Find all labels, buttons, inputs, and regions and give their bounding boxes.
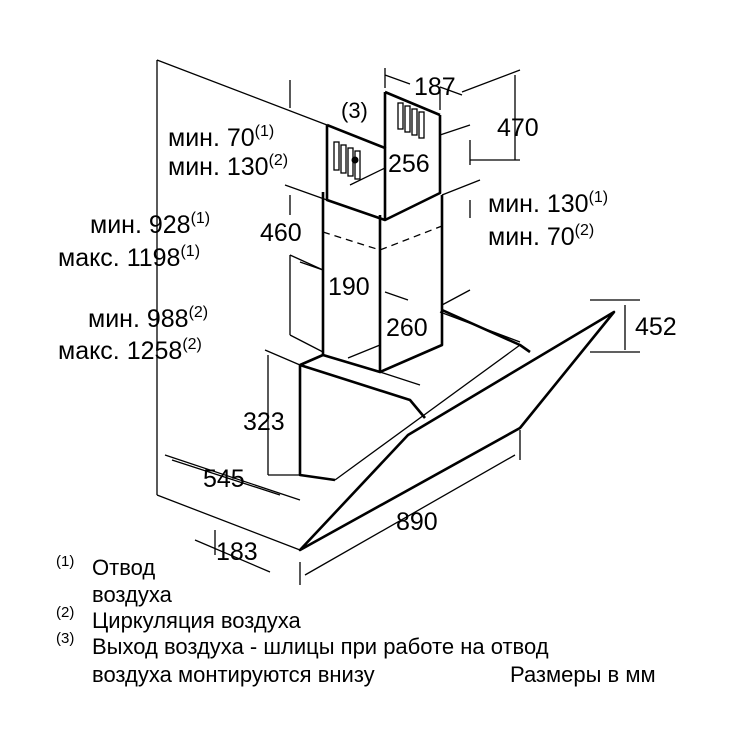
vent-slots-back [397, 102, 425, 139]
dim-323-label: 323 [243, 408, 285, 436]
legend-1-ref: (1) [56, 553, 74, 570]
dim-890-label: 890 [396, 508, 438, 536]
dim-470-line [461, 69, 521, 161]
body-top-front [299, 353, 426, 419]
total-height-2-line2: макс. 1258(2) [58, 336, 202, 365]
dim-256-label: 256 [388, 150, 430, 178]
upper-right-line2: мин. 70(2) [488, 222, 594, 251]
dim-183-label: 183 [216, 538, 258, 566]
dim-total-height [156, 59, 328, 495]
dim-545-line [156, 454, 301, 551]
upper-left-line2: мин. 130(2) [168, 152, 288, 181]
ref-3-label: (3) [341, 98, 368, 123]
total-height-1-line1: мин. 928(1) [90, 210, 210, 239]
dim-256-line [349, 124, 471, 186]
upper-right-line1: мин. 130(1) [488, 189, 608, 218]
dim-190-260-lines [299, 261, 471, 359]
slot-marker [351, 156, 359, 164]
dim-460-line [289, 254, 324, 353]
dim-890-line [299, 430, 521, 585]
legend-3-ref: (3) [56, 630, 74, 647]
total-height-1-line2: макс. 1198(1) [58, 243, 200, 272]
legend-1-line2: воздуха [92, 582, 173, 607]
dim-190-label: 190 [328, 273, 370, 301]
lower-chimney-side [379, 195, 444, 374]
legend-3-line1: Выход воздуха - шлицы при работе на отво… [92, 634, 549, 659]
body-top-back [441, 308, 531, 354]
legend-2-ref: (2) [56, 604, 74, 621]
dimension-lines [156, 59, 640, 585]
dim-323-line [264, 349, 301, 476]
legend-1-line1: Отвод [92, 555, 155, 580]
body-left-edge [298, 365, 336, 482]
legend-2-line1: Циркуляция воздуха [92, 608, 301, 633]
dim-545-label: 545 [203, 465, 245, 493]
dim-upper-left [284, 80, 328, 215]
dim-470-label: 470 [497, 114, 539, 142]
units-note: Размеры в мм [510, 662, 656, 687]
legend-3-line2: воздуха монтируются внизу [92, 662, 375, 687]
total-height-2-line1: мин. 988(2) [88, 304, 208, 333]
telescope-line [322, 225, 443, 251]
upper-chimney-back [383, 90, 441, 148]
dim-260-label: 260 [386, 314, 428, 342]
dim-187-line [384, 68, 463, 110]
glass-panel [298, 310, 616, 552]
legend: (1) Отвод воздуха (2) Циркуляция воздуха… [56, 553, 656, 687]
vent-slots-front [333, 141, 361, 180]
dim-460-label: 460 [260, 219, 302, 247]
hood-outline [298, 90, 616, 552]
upper-left-line1: мин. 70(1) [168, 123, 274, 152]
dim-452-line [590, 299, 640, 353]
body-top-inner [379, 311, 521, 386]
dim-183-line [194, 530, 271, 573]
lower-chimney-front [321, 192, 382, 374]
dim-187-label: 187 [414, 73, 456, 101]
glass-side-edge [334, 344, 521, 481]
dim-upper-right [441, 140, 481, 218]
dim-452-label: 452 [635, 313, 677, 341]
